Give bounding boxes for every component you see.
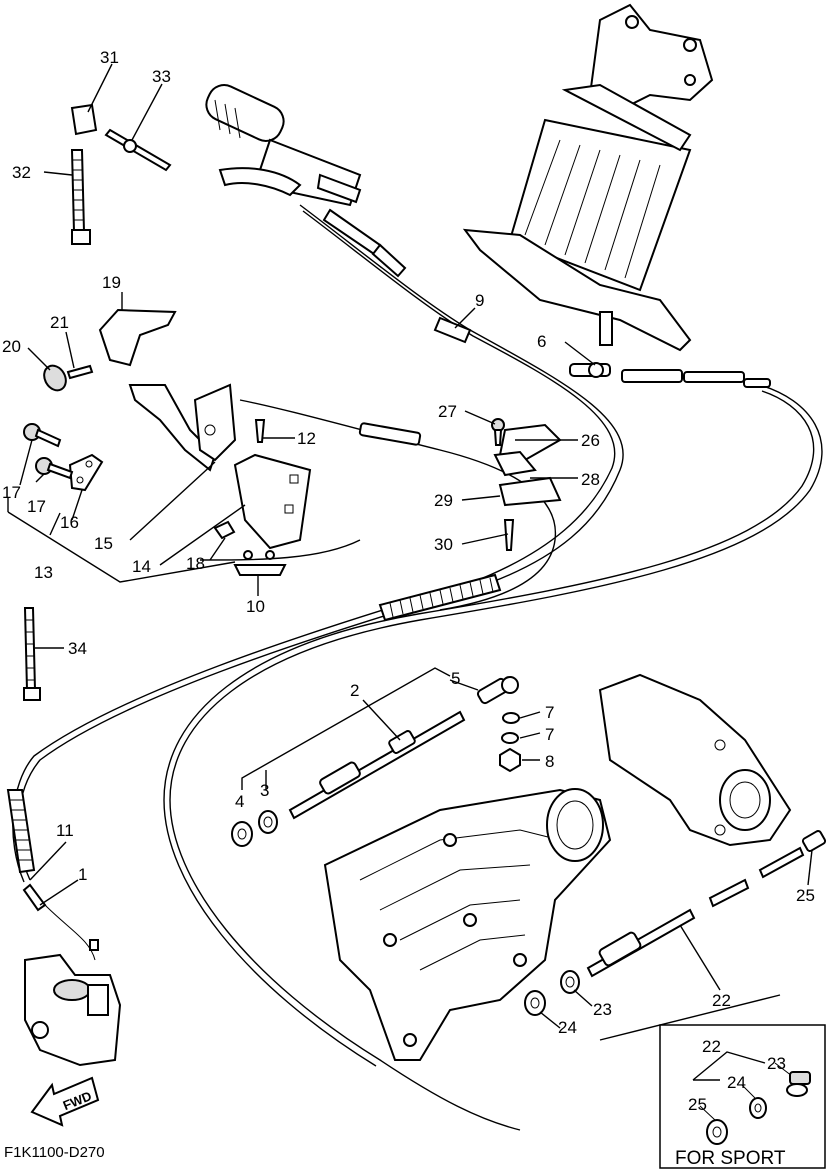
callout-3: 3 [260, 781, 269, 800]
shift-cable-2 [288, 710, 466, 820]
leader-lines [7, 63, 813, 1041]
callout-17b: 17 [27, 497, 46, 516]
grip-19 [98, 308, 177, 367]
callout-2: 2 [350, 681, 359, 700]
inset-callout-22: 22 [702, 1037, 721, 1056]
callout-24: 24 [558, 1018, 577, 1037]
callout-25: 25 [796, 886, 815, 905]
washer-7b [501, 732, 519, 744]
washer-3 [258, 810, 278, 834]
throttle-body [22, 883, 122, 1067]
cable-joint-6 [569, 362, 611, 378]
inset-washer-24 [749, 1097, 767, 1119]
callout-19: 19 [102, 273, 121, 292]
callout-13: 13 [34, 563, 53, 582]
callout-9: 9 [475, 291, 484, 310]
washer-23 [560, 970, 580, 994]
cable-end-right [621, 369, 771, 388]
callout-33: 33 [152, 67, 171, 86]
bolt-17b [35, 457, 74, 480]
cable-sleeve-lower [6, 789, 36, 874]
callout-5: 5 [451, 669, 460, 688]
callout-26: 26 [581, 431, 600, 450]
callout-8: 8 [545, 752, 554, 771]
cable-sleeve [378, 573, 502, 622]
callout-11: 11 [56, 821, 74, 840]
sport-inset: FOR SPORT [659, 1024, 826, 1169]
callout-18: 18 [186, 554, 205, 573]
callout-7b: 7 [545, 725, 554, 744]
cable-end-9 [322, 208, 472, 344]
steering-column [462, 3, 714, 352]
pin-33 [104, 128, 172, 172]
bolt-17a [23, 423, 62, 448]
callout-27: 27 [438, 402, 457, 421]
cable-22 [586, 846, 805, 978]
callout-30: 30 [434, 535, 453, 554]
rivet-30 [503, 519, 515, 551]
nut-8 [499, 747, 521, 773]
callout-28: 28 [581, 470, 600, 489]
callout-14: 14 [132, 557, 151, 576]
callout-12: 12 [297, 429, 316, 448]
callout-22: 22 [712, 991, 731, 1010]
inset-callout-23: 23 [767, 1054, 786, 1073]
plate-16 [68, 453, 104, 492]
fwd-arrow: FWD [30, 1076, 100, 1127]
inset-callout-24: 24 [727, 1073, 746, 1092]
cable-end-25 [801, 830, 827, 852]
handlebar [205, 84, 362, 207]
nozzle-housing [598, 673, 792, 847]
clip-18 [213, 520, 236, 540]
diagram-code: F1K1100-D270 [4, 1144, 105, 1161]
plate-29 [498, 476, 562, 507]
bracket-14 [233, 453, 312, 550]
callout-7a: 7 [545, 703, 554, 722]
callout-4: 4 [235, 792, 244, 811]
inset-caption: FOR SPORT [675, 1148, 786, 1169]
inset-nut-25 [706, 1119, 728, 1145]
washer-7a [502, 712, 520, 724]
callout-23: 23 [593, 1000, 612, 1019]
rod-end-5 [476, 676, 519, 705]
clip-31 [70, 103, 98, 136]
throttle-cable [169, 384, 823, 1131]
bracket-15 [128, 383, 237, 472]
bolt-27 [491, 418, 505, 446]
knob-20 [43, 364, 67, 392]
nut-4 [231, 821, 253, 847]
callout-31: 31 [100, 48, 119, 67]
callout-32: 32 [12, 163, 31, 182]
callout-6: 6 [537, 332, 546, 351]
callout-10: 10 [246, 597, 265, 616]
callout-20: 20 [2, 337, 21, 356]
cable-end-reverse [358, 422, 422, 446]
rivet-12 [254, 419, 266, 443]
inset-callout-25: 25 [688, 1095, 707, 1114]
callout-17a: 17 [2, 483, 21, 502]
cable-tie-32 [70, 149, 91, 245]
nut-24 [524, 990, 546, 1016]
bracket-26 [498, 423, 562, 462]
plate-10 [233, 550, 287, 576]
inset-bolt-23 [786, 1071, 811, 1097]
cable-tie-34 [23, 607, 41, 701]
callout-21: 21 [50, 313, 69, 332]
clamp-28 [493, 450, 537, 477]
callout-29: 29 [434, 491, 453, 510]
callout-16: 16 [60, 513, 79, 532]
callout-34: 34 [68, 639, 87, 658]
callout-labels: 31 33 32 19 21 20 9 6 27 12 26 28 29 30 … [2, 48, 815, 1114]
callout-15: 15 [94, 534, 113, 553]
callout-1: 1 [78, 865, 87, 884]
pump-housing [323, 788, 612, 1061]
screw-21 [66, 364, 94, 380]
